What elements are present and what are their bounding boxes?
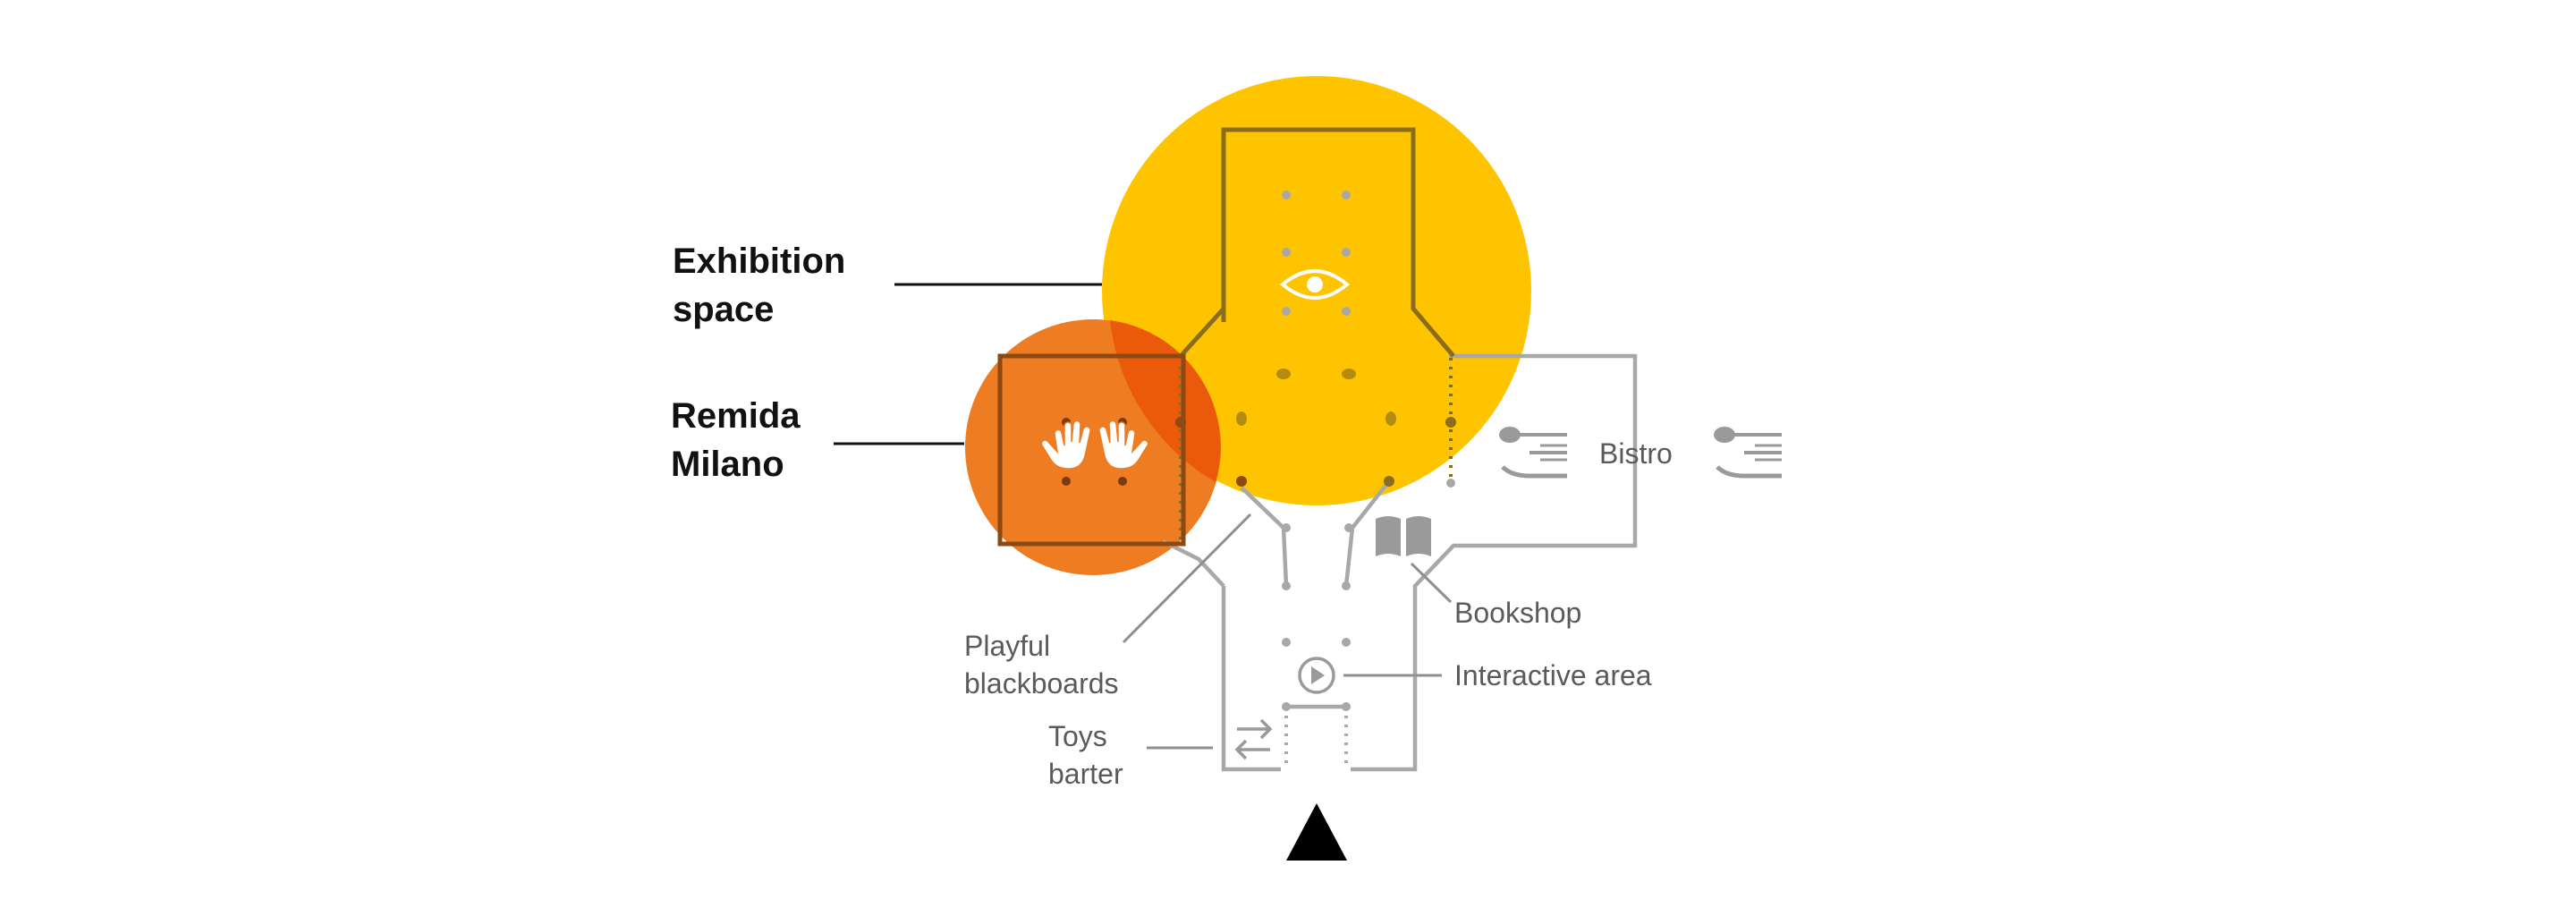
lower-corridor-left-wall xyxy=(1221,586,1281,772)
remida-milano-label: Remida Milano xyxy=(671,396,810,484)
zone-circles xyxy=(965,76,1531,575)
toys-barter-label-line1: Toys xyxy=(1048,720,1107,752)
bistro-label: Bistro xyxy=(1599,437,1673,470)
playful-blackboards-label-line1: Playful xyxy=(964,630,1050,662)
zone-overlap xyxy=(1110,320,1221,482)
exhibition-hall-left-diagonal xyxy=(1179,307,1225,358)
hands-icon xyxy=(1040,420,1149,470)
bookshop-leader-line xyxy=(1410,562,1453,604)
playful-blackboards-label: Playful blackboards xyxy=(964,630,1119,700)
toys-barter-label-line2: barter xyxy=(1048,758,1123,790)
playful-blackboards-label-line2: blackboards xyxy=(964,667,1119,700)
cutlery-icon xyxy=(1714,427,1782,479)
exhibition-hall-wall xyxy=(1221,127,1455,358)
remida-corridor-wall xyxy=(1161,539,1225,588)
blackboards-leader-line xyxy=(1122,513,1252,644)
swap-arrows-icon xyxy=(1234,718,1273,760)
remida-room-wall xyxy=(997,353,1186,547)
exhibition-space-label: Exhibition space xyxy=(673,242,855,329)
cutlery-icon xyxy=(1499,427,1567,479)
bookshop-label: Bookshop xyxy=(1454,597,1581,629)
bistro-wing-wall xyxy=(1351,353,1638,772)
exhibition-space-label-line2: space xyxy=(673,290,774,329)
book-icon xyxy=(1376,516,1431,556)
remida-milano-label-line1: Remida xyxy=(671,396,801,436)
entrance-arrow-icon xyxy=(1286,803,1347,861)
inner-partition-left xyxy=(1240,486,1289,587)
eye-icon xyxy=(1279,269,1351,300)
play-icon xyxy=(1298,657,1335,694)
interactive-area-label: Interactive area xyxy=(1454,659,1652,691)
exhibition-space-label-line1: Exhibition xyxy=(673,242,845,281)
remida-milano-label-line2: Milano xyxy=(671,445,784,484)
toys-barter-label: Toys barter xyxy=(1048,720,1123,790)
